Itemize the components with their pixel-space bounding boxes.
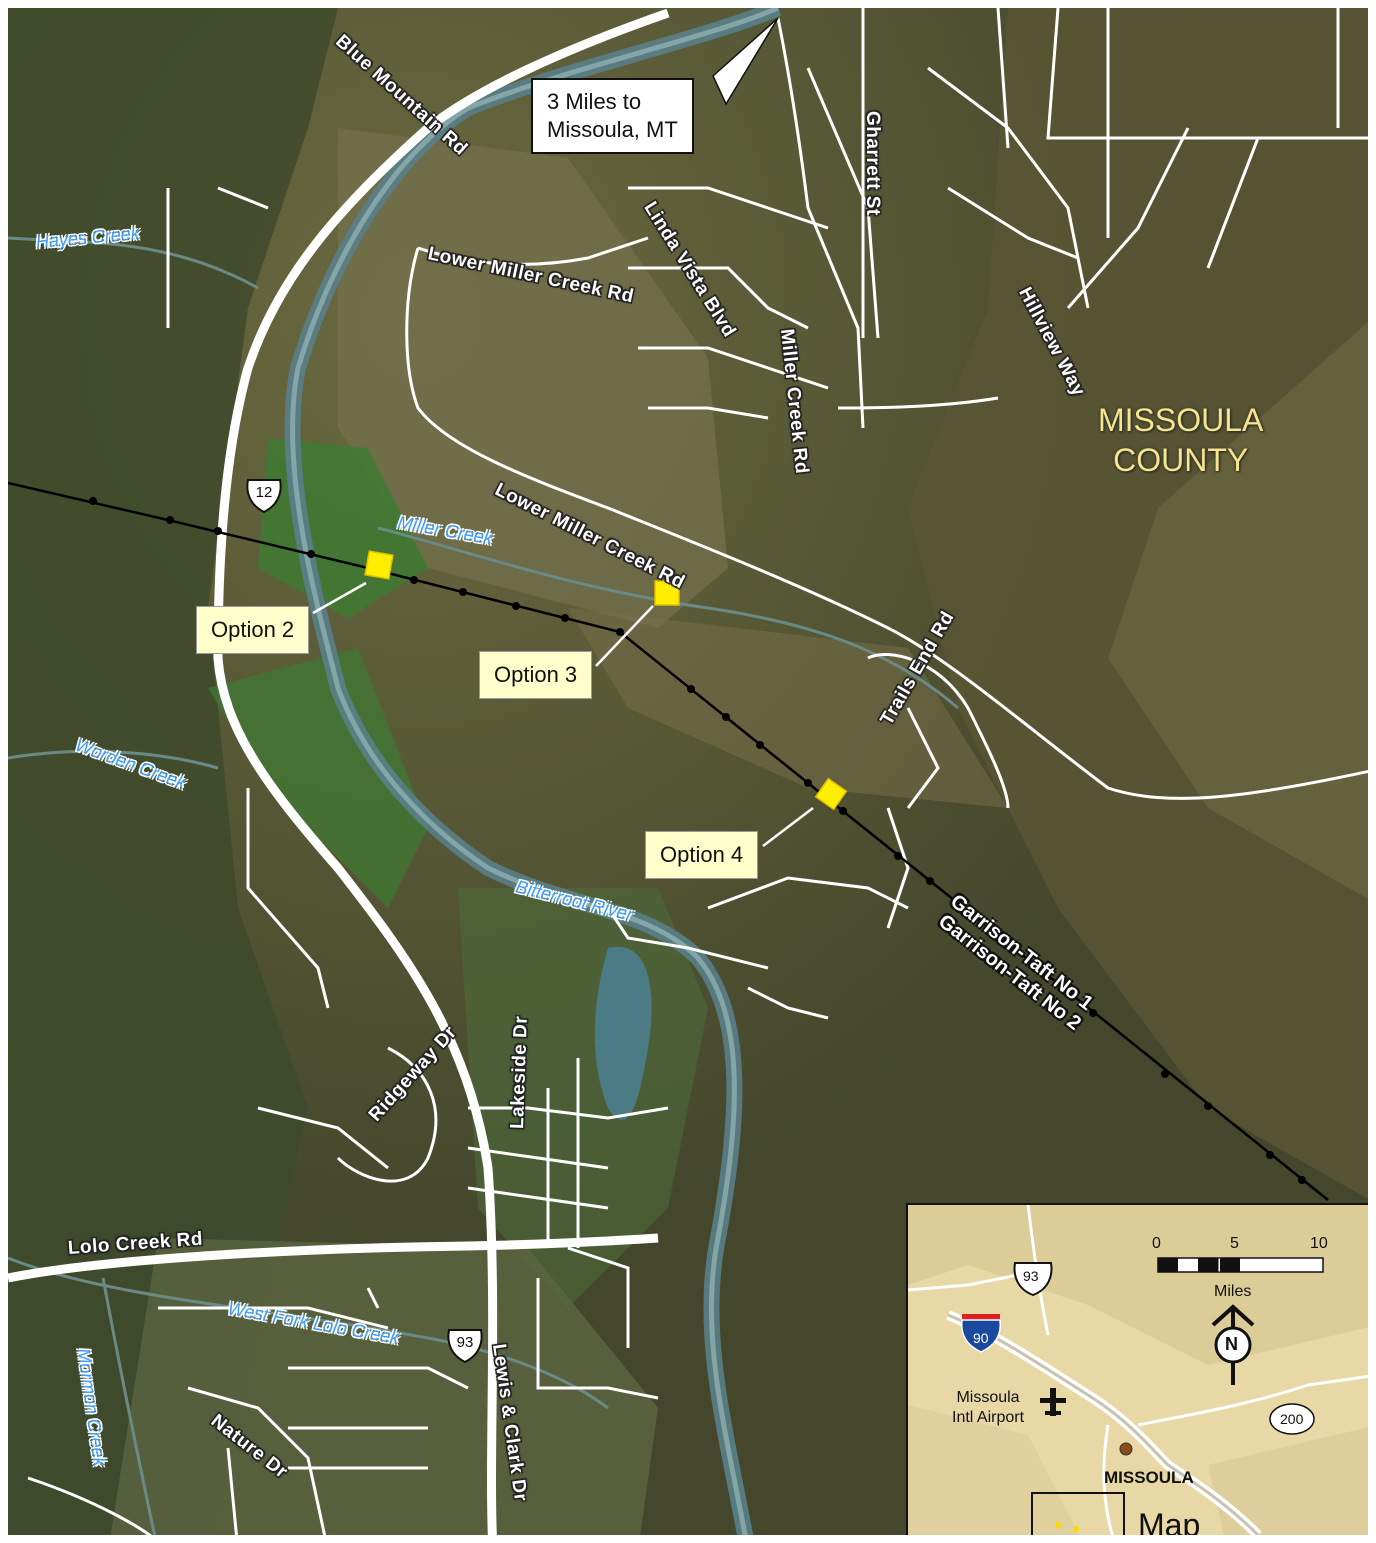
- inset-city-label: MISSOULA: [1104, 1468, 1194, 1487]
- scale-unit: Miles: [1214, 1283, 1252, 1300]
- inset-locator-map: 0 5 10 Miles N 93 90 200 Missoula Intl A…: [906, 1203, 1368, 1543]
- us93-shield-icon: 93: [445, 1328, 485, 1364]
- option4-marker: [814, 777, 848, 811]
- scale-tick-10: 10: [1310, 1235, 1328, 1252]
- north-arrow-icon: [1211, 1304, 1255, 1385]
- inset-map-extent: [1031, 1492, 1125, 1535]
- callout-option3[interactable]: Option 3: [479, 651, 593, 699]
- option2-marker: [364, 550, 394, 580]
- inset-i90-number: 90: [973, 1330, 989, 1346]
- label-lakeside-dr: Lakeside Dr: [507, 1015, 532, 1130]
- callout-option2[interactable]: Option 2: [196, 606, 310, 654]
- callout-missoula-distance: 3 Miles to Missoula, MT: [531, 78, 694, 154]
- inset-hwy200-shield-icon: [1269, 1403, 1315, 1435]
- inset-map-label: Map: [1138, 1507, 1201, 1543]
- inset-us93-shield-icon: [1013, 1262, 1053, 1297]
- inset-hwy200-number: 200: [1280, 1411, 1304, 1427]
- scale-tick-0: 0: [1152, 1235, 1161, 1252]
- inset-i90-shield-icon: [960, 1314, 1002, 1353]
- inset-us93-number: 93: [1023, 1268, 1039, 1284]
- scale-bar: [1157, 1257, 1324, 1273]
- inset-airport-label: Missoula Intl Airport: [952, 1389, 1025, 1426]
- option3-marker: [654, 580, 680, 606]
- us12-shield-icon: 12: [244, 478, 284, 514]
- airport-icon: [1040, 1388, 1066, 1416]
- callout-option4[interactable]: Option 4: [645, 831, 759, 879]
- north-label: N: [1225, 1334, 1238, 1354]
- missoula-city-dot: [1119, 1442, 1133, 1456]
- inset-terrain: [908, 1205, 1368, 1535]
- label-missoula-county: MISSOULA COUNTY: [1098, 402, 1264, 478]
- scale-tick-5: 5: [1230, 1235, 1239, 1252]
- us12-shield-number: 12: [255, 484, 273, 501]
- transmission-line: [8, 481, 1329, 1201]
- label-gharrett-st: Gharrett St: [862, 111, 883, 216]
- us93-shield-number: 93: [456, 1334, 474, 1351]
- map-imagery: [8, 8, 1368, 1535]
